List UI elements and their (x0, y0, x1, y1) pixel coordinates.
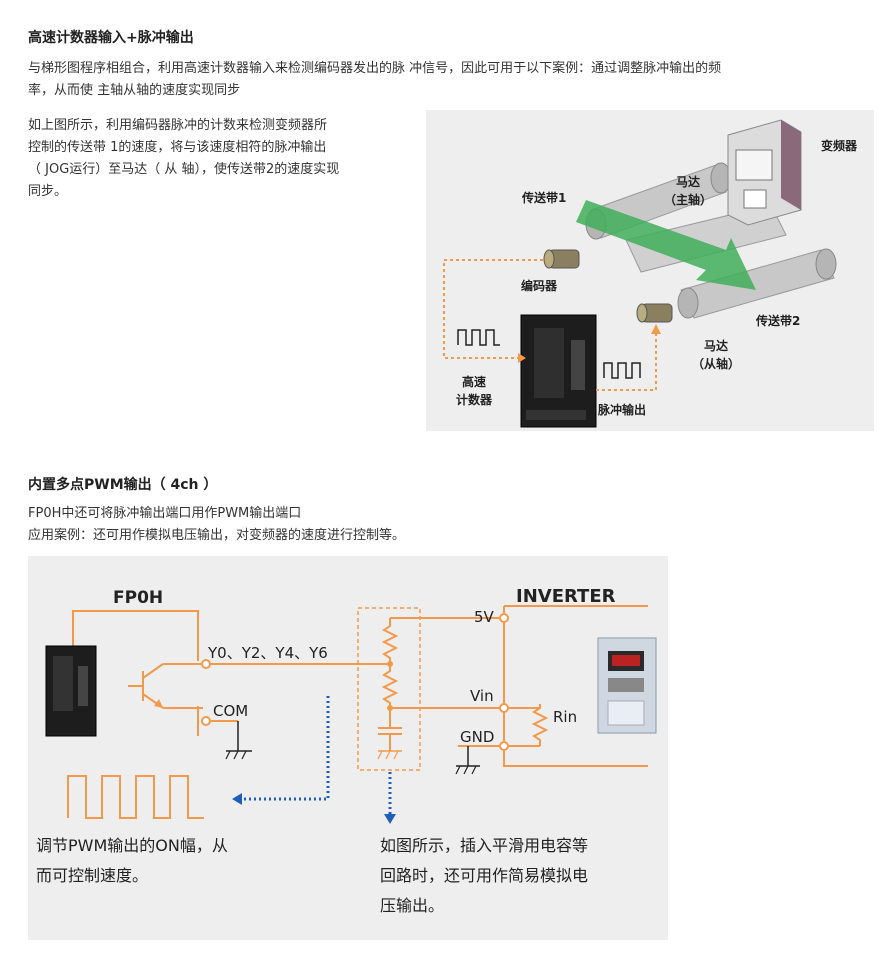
section2-line1: FP0H中还可将脉冲输出端口用作PWM输出端口 (28, 506, 302, 521)
label-conveyor1: 传送带1 (521, 190, 566, 205)
label-pulse-out: 脉冲输出 (597, 402, 646, 417)
caption-right-line3: 压输出。 (380, 896, 444, 915)
encoder-signal-line (443, 259, 549, 359)
motor-sub-icon (636, 303, 673, 323)
section1-intro-line2: 率，从而使 主轴从轴的速度实现同步 (28, 83, 241, 98)
arrow-head-icon (232, 793, 242, 805)
section2-line2: 应用案例：还可用作模拟电压输出，对变频器的速度进行控制等。 (28, 528, 406, 543)
section1-body-line3: （ JOG运行）至马达（ 从 轴），使传送带2的速度实现 (28, 162, 340, 177)
section1-body-line2: 控制的传送带 1的速度，将与该速度相符的脉冲输出 (28, 140, 327, 155)
caption-left-line2: 而可控制速度。 (36, 866, 148, 885)
label-outputs: Y0、Y2、Y4、Y6 (207, 644, 328, 662)
pulse-wave-icon (457, 329, 500, 346)
label-counter-2: 计数器 (456, 392, 493, 407)
caption-right-line2: 回路时，还可用作简易模拟电 (380, 866, 588, 885)
pulse-output-line (596, 332, 657, 391)
inverter-outline (503, 606, 648, 767)
label-com: COM (213, 702, 248, 720)
resistor-icon (381, 618, 399, 664)
resistor-icon (381, 664, 399, 708)
label-5v: 5V (474, 608, 495, 626)
label-motor-main-2: （主轴） (664, 192, 712, 207)
inverter-icon (727, 119, 802, 226)
pulse-wave-icon (603, 362, 641, 379)
label-motor-sub-2: （从轴） (692, 356, 740, 371)
plc-device-icon (520, 314, 597, 428)
pwm-waveform-icon (67, 775, 204, 819)
label-conveyor2: 传送带2 (755, 313, 800, 328)
section2-title: 内置多点PWM输出（ 4ch ） (28, 477, 218, 493)
encoder-icon (543, 249, 580, 269)
label-gnd: GND (460, 728, 494, 746)
blue-arrow-left (242, 696, 330, 801)
section1-body-line1: 如上图所示，利用编码器脉冲的计数来检测变频器所 (28, 118, 328, 133)
arrow-head-icon (384, 814, 396, 824)
label-vin: Vin (470, 687, 494, 705)
rin-resistor-icon (531, 704, 549, 746)
label-rin: Rin (553, 708, 577, 726)
label-fp0h: FP0H (113, 588, 163, 608)
fp0h-device-icon (45, 645, 97, 737)
caption-left-line1: 调节PWM输出的ON幅，从 (36, 836, 228, 855)
label-inverter: INVERTER (516, 586, 616, 607)
inverter-device-icon (597, 637, 657, 734)
pwm-circuit-diagram: FP0H Y0、Y2、Y4、Y6 COM INVERTER 5V Vin GND… (28, 556, 668, 940)
arrow-head-icon (651, 324, 661, 334)
plc-outline (72, 610, 199, 661)
section1-intro-line1: 与梯形图程序相组合，利用高速计数器输入来检测编码器发出的脉 冲信号，因此可用于以… (28, 61, 722, 76)
label-counter-1: 高速 (462, 374, 486, 389)
sync-diagram: 变频器 传送带1 马达 （主轴） 编码器 传送带2 马达 （从轴） 高速 计数器… (426, 110, 874, 431)
transistor-icon (128, 663, 203, 709)
direction-arrow (576, 200, 756, 290)
capacitor-icon (377, 708, 402, 760)
label-motor-main-1: 马达 (676, 174, 700, 189)
smoothing-circuit-box (357, 607, 421, 771)
section1-title: 高速计数器输入+脉冲输出 (28, 30, 194, 46)
label-encoder: 编码器 (520, 278, 558, 293)
arrow-head-icon (518, 353, 526, 363)
section1-body-line4: 同步。 (28, 184, 68, 199)
caption-right-line1: 如图所示，插入平滑用电容等 (380, 836, 588, 855)
label-inverter: 变频器 (821, 138, 858, 153)
label-motor-sub-1: 马达 (704, 338, 728, 353)
